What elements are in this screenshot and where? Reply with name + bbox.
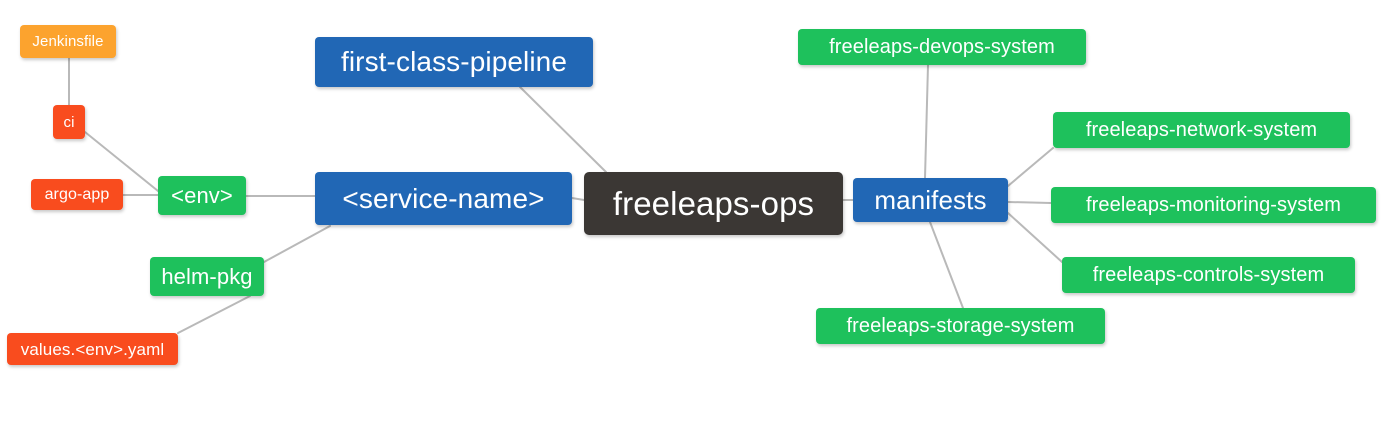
edge-manifests-to-freeleaps-monitoring-system xyxy=(1007,201,1052,204)
edge-manifests-to-freeleaps-storage-system xyxy=(929,221,964,309)
edge-values-yaml-to-helm-pkg xyxy=(177,295,251,334)
node-values-yaml[interactable]: values.<env>.yaml xyxy=(7,333,178,365)
node-freeleaps-storage-system[interactable]: freeleaps-storage-system xyxy=(816,308,1105,344)
node-freeleaps-network-system[interactable]: freeleaps-network-system xyxy=(1053,112,1350,148)
node-ci[interactable]: ci xyxy=(53,105,85,139)
node-manifests[interactable]: manifests xyxy=(853,178,1008,222)
edge-manifests-to-freeleaps-network-system xyxy=(1007,147,1054,187)
node-argo-app[interactable]: argo-app xyxy=(31,179,123,210)
node-freeleaps-monitoring-system[interactable]: freeleaps-monitoring-system xyxy=(1051,187,1376,223)
node-env[interactable]: <env> xyxy=(158,176,246,215)
node-freeleaps-controls-system[interactable]: freeleaps-controls-system xyxy=(1062,257,1355,293)
node-freeleaps-devops-system[interactable]: freeleaps-devops-system xyxy=(798,29,1086,65)
node-freeleaps-ops[interactable]: freeleaps-ops xyxy=(584,172,843,235)
edge-first-class-pipeline-to-freeleaps-ops xyxy=(519,86,607,173)
node-jenkinsfile[interactable]: Jenkinsfile xyxy=(20,25,116,58)
node-first-class-pipeline[interactable]: first-class-pipeline xyxy=(315,37,593,87)
node-helm-pkg[interactable]: helm-pkg xyxy=(150,257,264,296)
edge-helm-pkg-to-service-name xyxy=(263,225,331,263)
edge-manifests-to-freeleaps-devops-system xyxy=(924,64,929,179)
edge-service-name-to-freeleaps-ops xyxy=(571,197,585,201)
node-service-name[interactable]: <service-name> xyxy=(315,172,572,225)
